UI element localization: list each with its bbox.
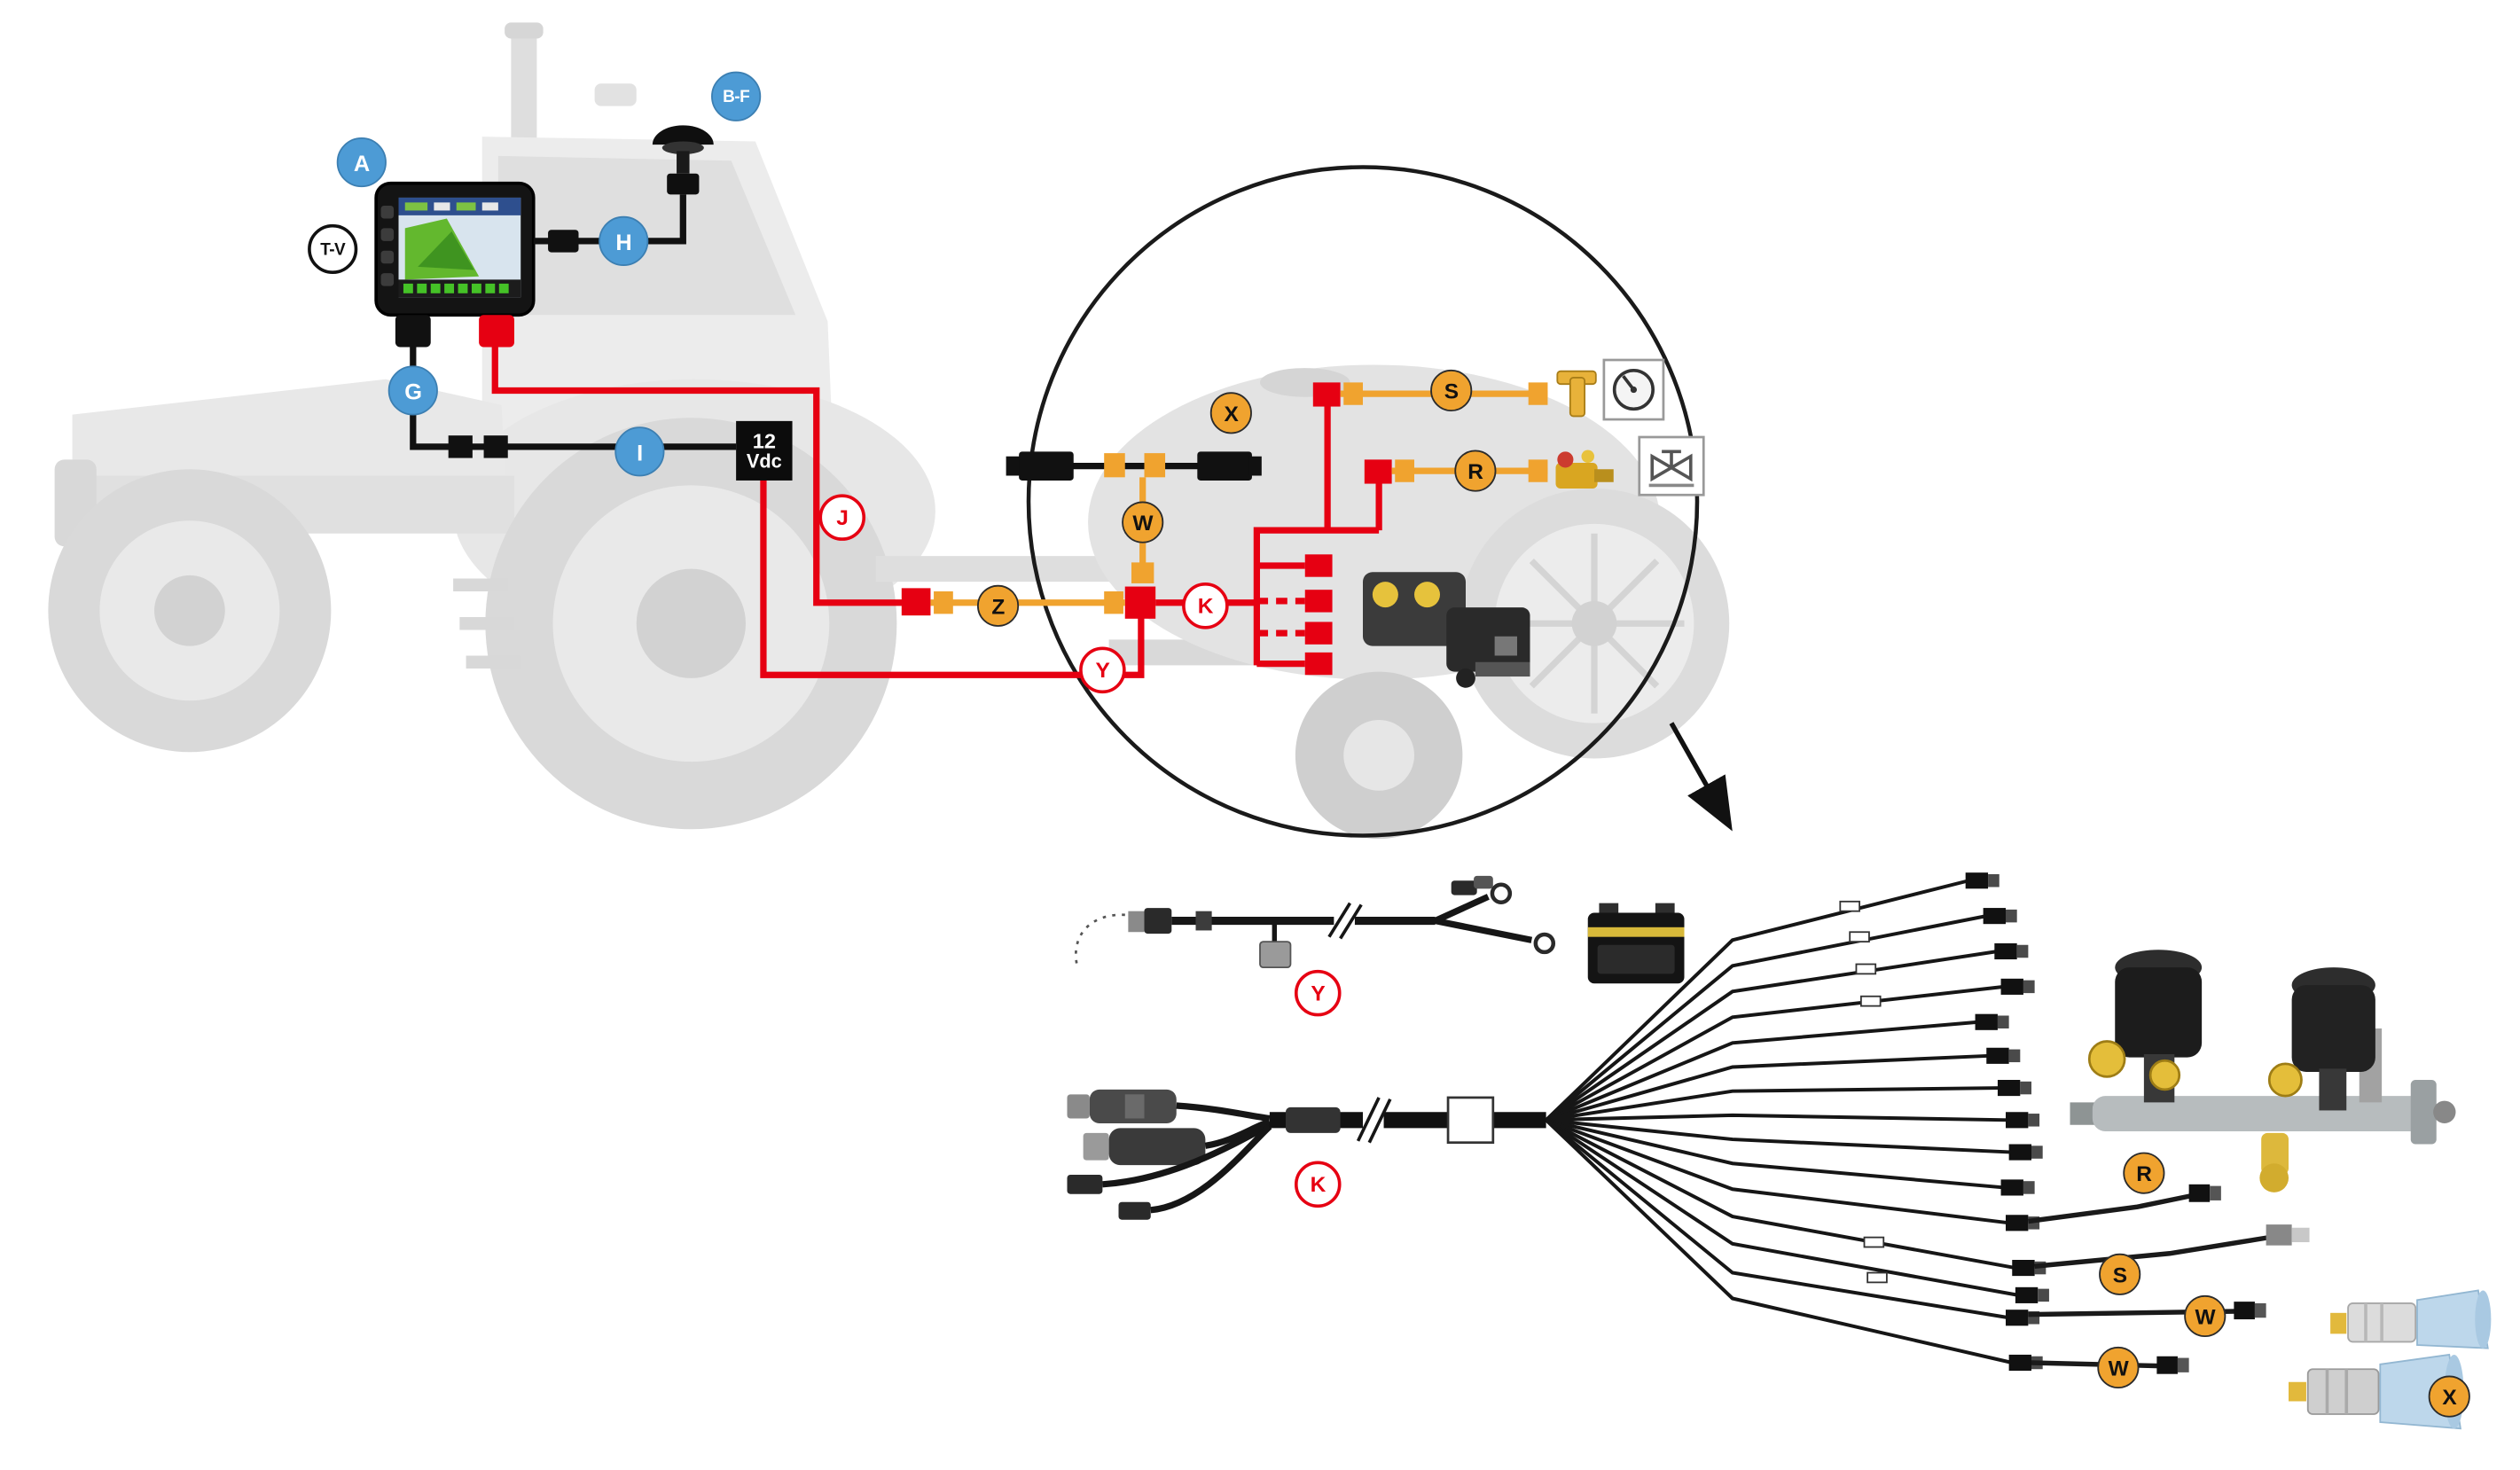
badge-detail-k: K <box>1294 1161 1342 1208</box>
harness-branch-connectors <box>1965 872 2049 1372</box>
zoom-arrow <box>1669 722 1733 832</box>
power-12vdc-line1: 12 <box>752 428 776 453</box>
boom-valve-assembly <box>2070 950 2456 1192</box>
gps-antenna <box>652 125 714 195</box>
badge-console-tv: T-V <box>308 223 358 275</box>
badge-antenna-bf: B-F <box>711 71 762 121</box>
badge-harness-k: K <box>1182 583 1229 629</box>
zoom-circle <box>1026 165 1700 838</box>
sprayer-control-unit <box>1363 572 1530 688</box>
badge-antenna-cable-h: H <box>599 215 649 266</box>
tractor-silhouette <box>48 22 935 830</box>
cables-red <box>491 347 1382 678</box>
battery-cable-detail <box>1075 875 1556 969</box>
badge-detail-w2: W <box>2097 1346 2140 1388</box>
pressure-gauge-icon <box>1602 358 1665 421</box>
connectors-black <box>395 230 579 458</box>
badge-jumper-s: S <box>1430 369 1473 411</box>
battery <box>1587 903 1685 984</box>
regulator-valve-icon <box>1638 435 1705 497</box>
main-harness-detail <box>1067 1089 1546 1220</box>
connectors-orange <box>934 382 1548 614</box>
connectors-red <box>479 315 1392 676</box>
console-display <box>374 181 536 317</box>
badge-cable-g: G <box>387 365 438 416</box>
badge-console-a: A <box>336 137 387 188</box>
power-12vdc-line2: Vdc <box>746 450 782 473</box>
boom-jumper-cables <box>2028 1192 2270 1369</box>
badge-jumper-z: Z <box>977 584 1020 627</box>
cable-splices <box>1839 900 1888 1284</box>
badge-cable-j: J <box>818 494 866 541</box>
badge-detail-w1: W <box>2184 1294 2227 1337</box>
pressure-gauge-fitting <box>1556 370 1597 418</box>
badge-jumper-r: R <box>1454 450 1497 492</box>
badge-detail-s: S <box>2099 1253 2141 1295</box>
power-12vdc-box: 12 Vdc <box>736 420 793 481</box>
badge-battery-cable-y: Y <box>1079 646 1126 694</box>
badge-cable-i: I <box>614 426 665 477</box>
badge-sensor-x: X <box>1209 392 1252 434</box>
badge-detail-y: Y <box>1294 969 1342 1017</box>
boom-jumper-connectors <box>2156 1184 2310 1374</box>
regulator-fitting <box>1555 450 1614 489</box>
badge-detail-x: X <box>2428 1375 2470 1418</box>
badge-detail-r: R <box>2123 1152 2165 1194</box>
badge-jumper-w: W <box>1122 501 1164 543</box>
harness-branch-cables <box>1545 879 2019 1364</box>
